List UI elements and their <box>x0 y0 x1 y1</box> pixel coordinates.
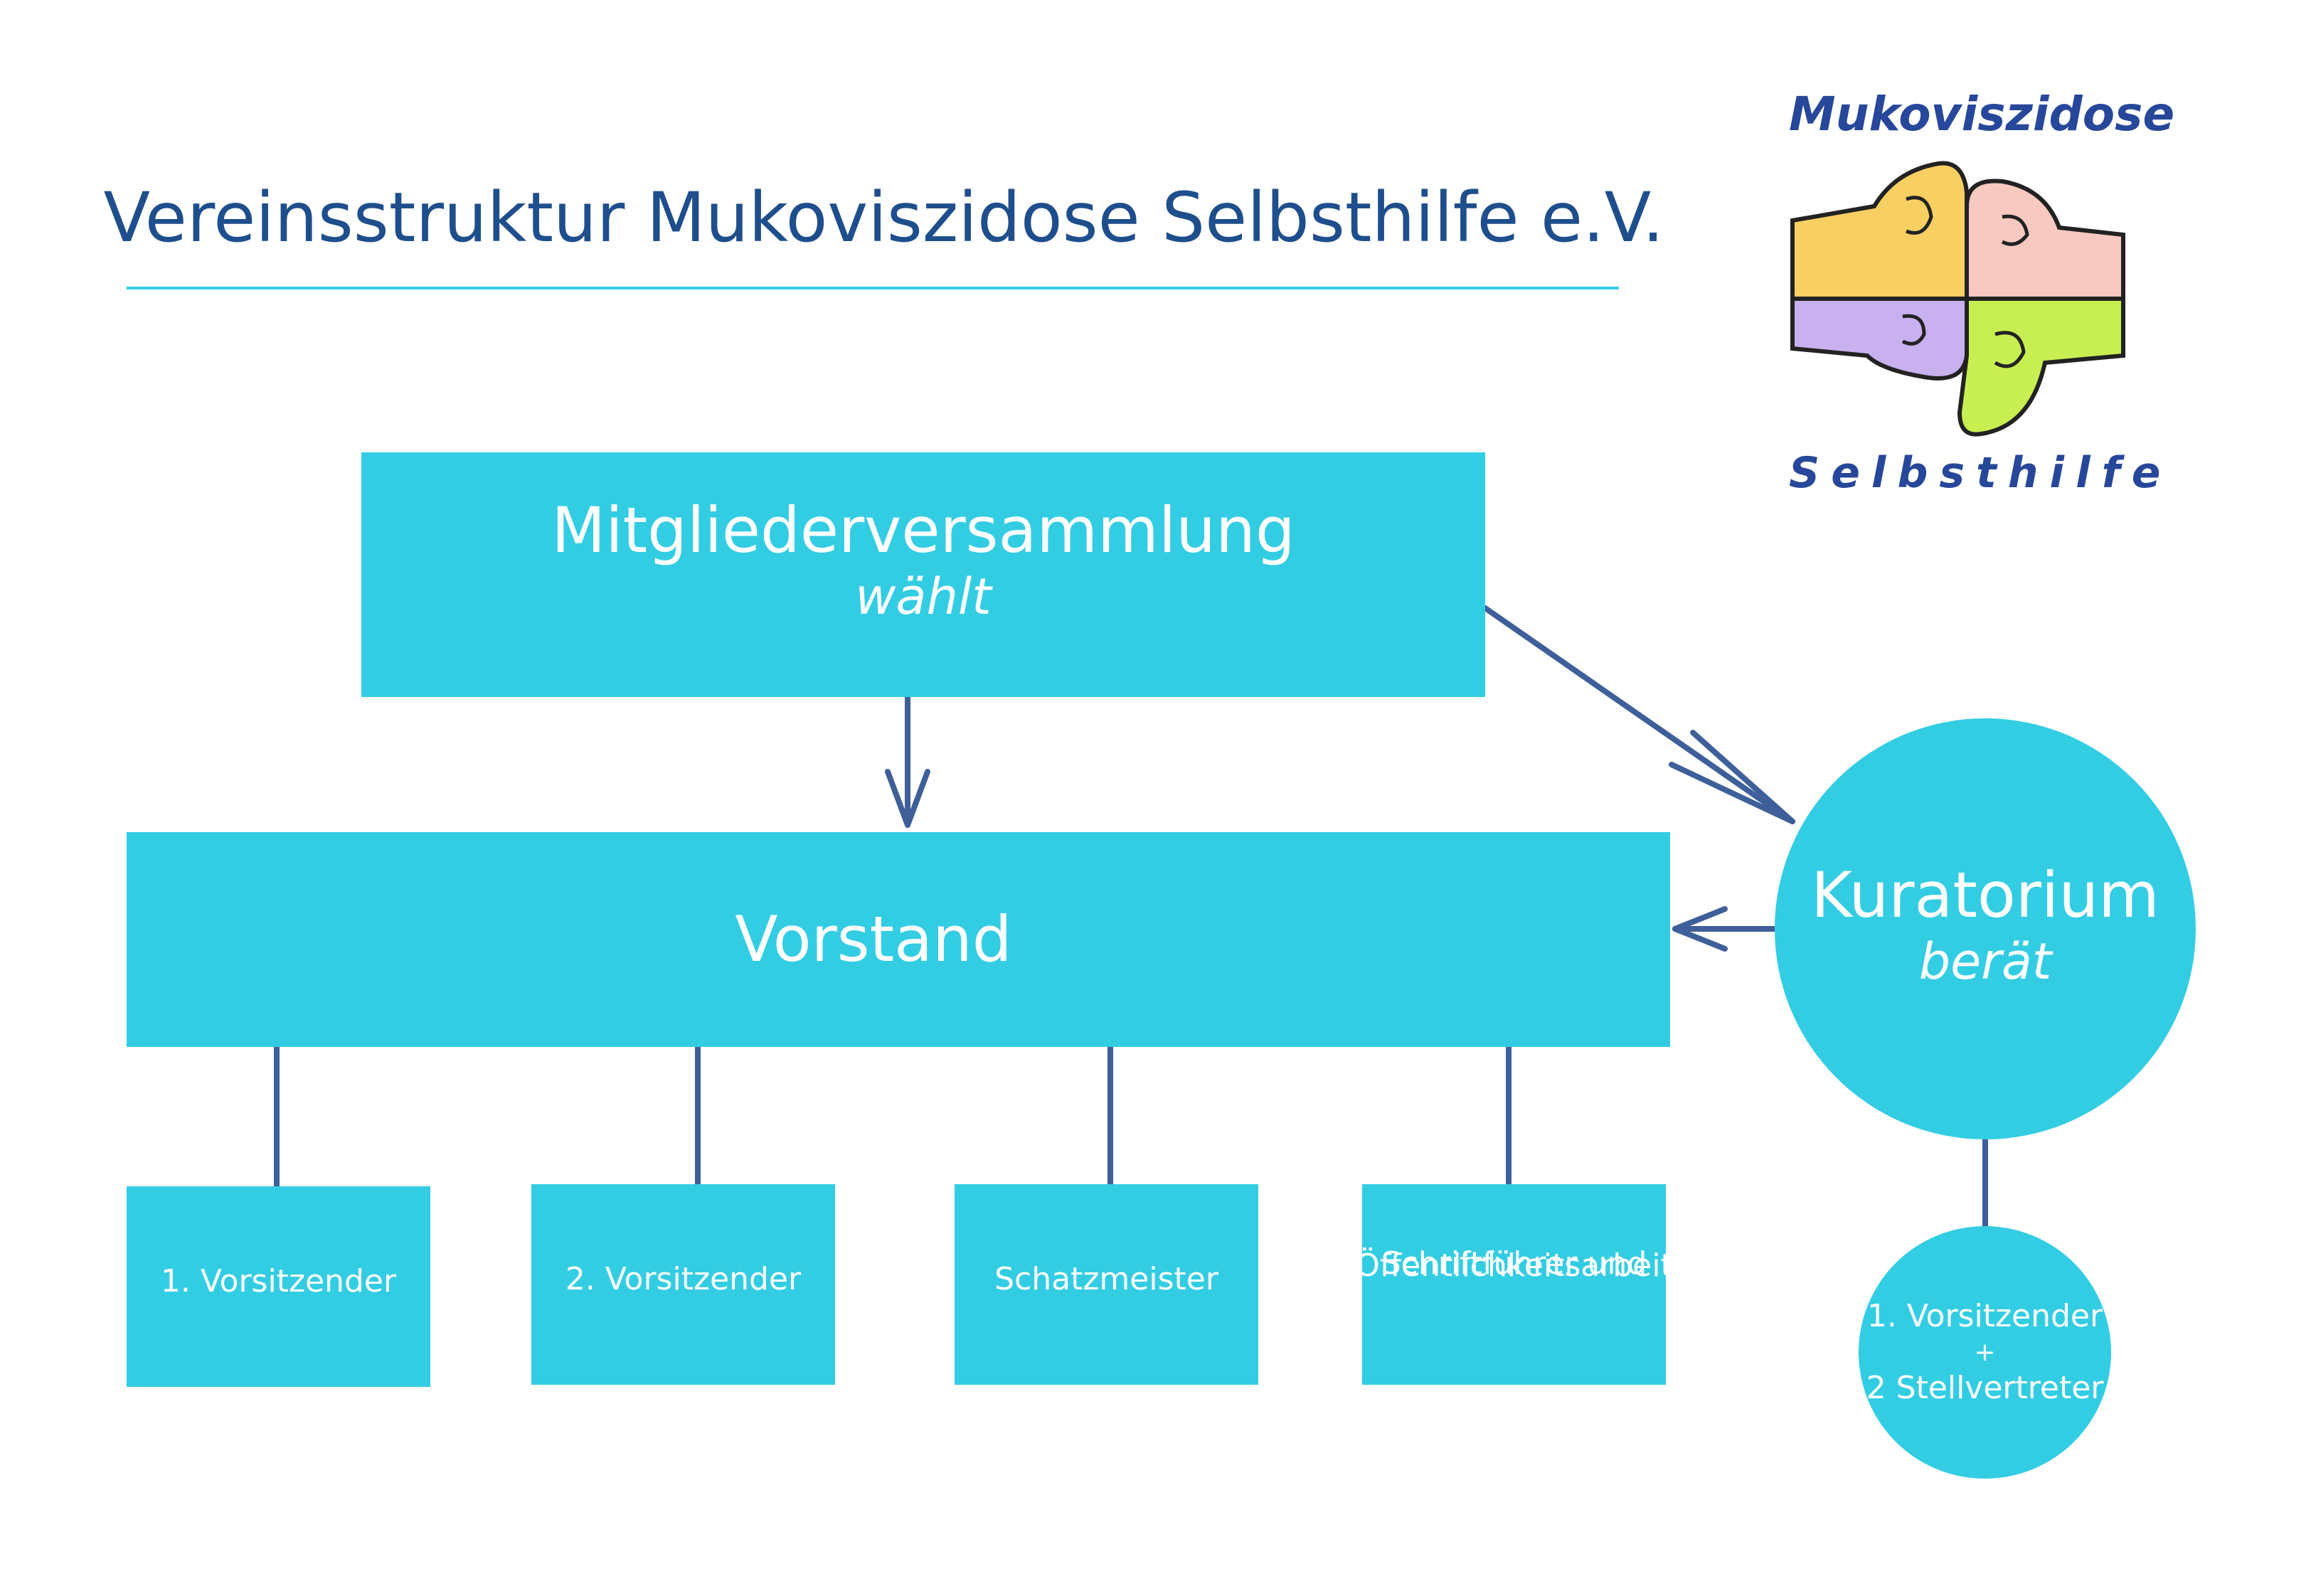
role-node-schatzmeister: Schatzmeister <box>955 1184 1258 1385</box>
kuratorium-sublabel: berät <box>1918 932 2052 991</box>
kuratorium-label: Kuratorium <box>1811 858 2159 932</box>
role-label: 1. Vorsitzender <box>160 1263 397 1300</box>
role-label-line2: Öffentlichkeitsarbeit <box>1355 1247 1673 1284</box>
arrowhead-kuratorium-to-vorstand <box>1672 906 1728 952</box>
logo-top-text: Mukoviszidose <box>1789 87 2175 142</box>
organization-logo: Mukoviszidose Selbsthilfe <box>1789 78 2175 512</box>
kuratorium-node: Kuratorium berät <box>1775 718 2196 1139</box>
title-divider <box>127 287 1619 289</box>
role-node-vorsitzender-2: 2. Vorsitzender <box>531 1184 835 1385</box>
arrowhead-mv-to-kuratorium <box>1669 730 1795 824</box>
role-node-schriftfuehrer: Schriftführer und Öffentlichkeitsarbeit <box>1355 1184 1673 1385</box>
role-label: Schatzmeister <box>994 1261 1218 1298</box>
role-label-line1: Schriftführer und <box>1381 1245 1647 1282</box>
mitgliederversammlung-sublabel: wählt <box>855 567 992 626</box>
kuratorium-members-plus: + <box>1974 1337 1996 1367</box>
role-label: 2. Vorsitzender <box>565 1261 802 1298</box>
mitgliederversammlung-label: Mitgliederversammlung <box>551 494 1295 568</box>
vorstand-label: Vorstand <box>735 903 1012 977</box>
kuratorium-members-node: 1. Vorsitzender + 2 Stellvertreter <box>1859 1226 2111 1479</box>
kuratorium-members-line3: 2 Stellvertreter <box>1866 1370 2104 1407</box>
mitgliederversammlung-node: Mitgliederversammlung wählt <box>361 452 1485 697</box>
vorstand-node: Vorstand <box>127 832 1670 1047</box>
page-title: Vereinsstruktur Mukoviszidose Selbsthilf… <box>103 178 1664 257</box>
logo-bottom-text: Selbsthilfe <box>1789 448 2172 498</box>
kuratorium-members-line1: 1. Vorsitzender <box>1866 1298 2103 1335</box>
arrowhead-mv-to-vorstand <box>885 769 930 828</box>
arrow-mv-to-kuratorium <box>1482 605 1795 824</box>
fists-logo-icon <box>1790 161 2125 437</box>
role-node-vorsitzender-1: 1. Vorsitzender <box>127 1186 430 1387</box>
